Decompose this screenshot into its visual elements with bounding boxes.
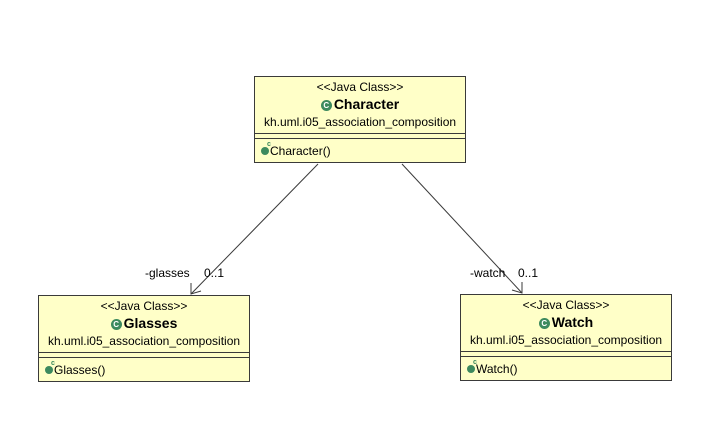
association-line-glasses [190, 163, 319, 295]
compartment-divider [255, 133, 465, 134]
class-name: Character [333, 96, 400, 112]
constructor-icon: c [261, 141, 271, 155]
class-icon: C [320, 100, 332, 111]
compartment-divider [461, 356, 671, 357]
association-line-watch [401, 163, 523, 294]
compartment-divider [461, 351, 671, 352]
package-label: kh.uml.i05_association_composition [263, 115, 457, 129]
class-icon: C [538, 318, 550, 329]
compartment-divider [255, 138, 465, 139]
arrowhead-glasses [190, 283, 202, 295]
stereotype-label: <<Java Class>> [522, 298, 610, 312]
multiplicity-label-watch: 0..1 [518, 266, 539, 280]
compartment-divider [39, 357, 249, 358]
role-label-glasses: -glasses [145, 266, 190, 280]
operation-label[interactable]: Watch() [476, 362, 518, 376]
class-name: Watch [551, 314, 594, 330]
stereotype-label: <<Java Class>> [100, 299, 188, 313]
arrowhead-watch [511, 282, 523, 294]
package-label: kh.uml.i05_association_composition [469, 333, 663, 347]
class-name: Glasses [123, 315, 178, 331]
class-icon: C [110, 319, 122, 330]
constructor-icon: c [467, 359, 477, 373]
operation-label[interactable]: Glasses() [54, 363, 106, 377]
multiplicity-label-glasses: 0..1 [204, 266, 225, 280]
package-label: kh.uml.i05_association_composition [47, 334, 241, 348]
constructor-icon: c [45, 360, 55, 374]
role-label-watch: -watch [470, 266, 506, 280]
compartment-divider [39, 352, 249, 353]
operation-label[interactable]: Character() [270, 144, 331, 158]
stereotype-label: <<Java Class>> [316, 80, 404, 94]
